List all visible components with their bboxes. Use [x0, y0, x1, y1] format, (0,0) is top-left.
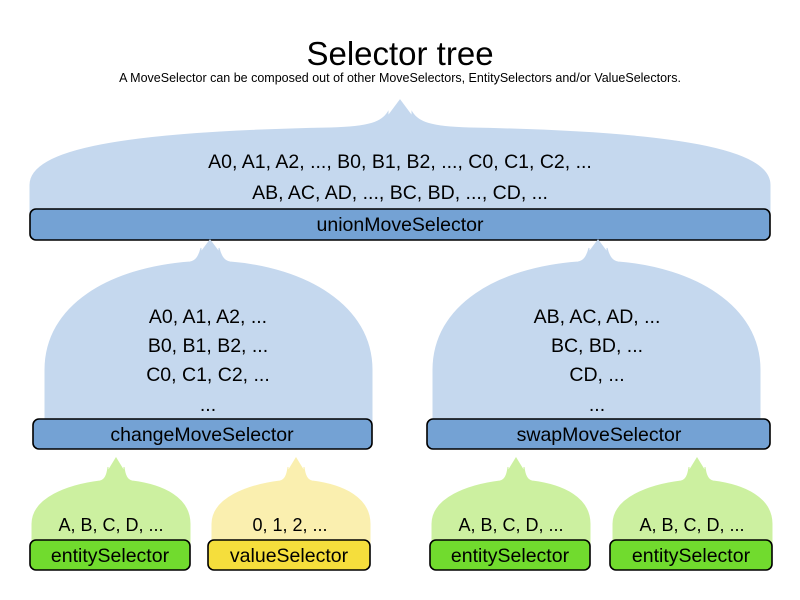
node-change-move-selector[interactable]: A0, A1, A2, ... B0, B1, B2, ... C0, C1, … [32, 239, 373, 450]
entity-selector-1-label: entitySelector [51, 545, 170, 567]
union-move-selector-line-0: A0, A1, A2, ..., B0, B1, B2, ..., C0, C1… [208, 151, 592, 173]
entity-selector-3-dome [612, 457, 773, 544]
swap-move-selector-line-1: BC, BD, ... [551, 335, 643, 357]
value-selector-1-bar[interactable] [207, 539, 371, 571]
entity-selector-3-bar[interactable] [609, 539, 773, 571]
node-entity-selector-1[interactable]: A, B, C, D, ... entitySelector [29, 457, 191, 571]
swap-move-selector-bar[interactable] [426, 418, 771, 450]
value-selector-1-label: valueSelector [230, 545, 349, 567]
union-move-selector-label: unionMoveSelector [317, 214, 484, 236]
union-move-selector-bar[interactable] [29, 208, 771, 241]
change-move-selector-line-2: C0, C1, C2, ... [146, 364, 270, 386]
entity-selector-3-label: entitySelector [632, 545, 751, 567]
entity-selector-2-bar[interactable] [429, 539, 591, 571]
node-value-selector-1[interactable]: 0, 1, 2, ... valueSelector [207, 457, 371, 571]
change-move-selector-bar[interactable] [32, 418, 373, 450]
swap-move-selector-dome [432, 239, 761, 423]
union-move-selector-line-1: AB, AC, AD, ..., BC, BD, ..., CD, ... [252, 182, 548, 204]
change-move-selector-line-3: ... [200, 394, 216, 416]
swap-move-selector-line-0: AB, AC, AD, ... [534, 306, 661, 328]
node-entity-selector-3[interactable]: A, B, C, D, ... entitySelector [609, 457, 773, 571]
swap-move-selector-line-3: ... [589, 394, 605, 416]
entity-selector-3-line-0: A, B, C, D, ... [639, 515, 744, 535]
entity-selector-1-dome [31, 457, 191, 544]
node-swap-move-selector[interactable]: AB, AC, AD, ... BC, BD, ... CD, ... ... … [426, 239, 771, 450]
node-entity-selector-2[interactable]: A, B, C, D, ... entitySelector [429, 457, 591, 571]
page-title: Selector tree [306, 35, 493, 72]
value-selector-1-line-0: 0, 1, 2, ... [252, 515, 327, 535]
entity-selector-2-label: entitySelector [451, 545, 570, 567]
entity-selector-1-bar[interactable] [29, 539, 191, 571]
node-union-move-selector[interactable]: A0, A1, A2, ..., B0, B1, B2, ..., C0, C1… [29, 99, 771, 241]
change-move-selector-line-1: B0, B1, B2, ... [148, 335, 268, 357]
entity-selector-1-line-0: A, B, C, D, ... [58, 515, 163, 535]
change-move-selector-dome [44, 239, 373, 423]
change-move-selector-line-0: A0, A1, A2, ... [149, 306, 267, 328]
change-move-selector-label: changeMoveSelector [110, 424, 294, 446]
page-subtitle: A MoveSelector can be composed out of ot… [119, 71, 681, 85]
entity-selector-2-dome [431, 457, 591, 544]
swap-move-selector-label: swapMoveSelector [517, 424, 682, 446]
union-move-selector-dome [29, 99, 771, 213]
entity-selector-2-line-0: A, B, C, D, ... [458, 515, 563, 535]
value-selector-1-dome [211, 457, 371, 544]
swap-move-selector-line-2: CD, ... [569, 364, 624, 386]
